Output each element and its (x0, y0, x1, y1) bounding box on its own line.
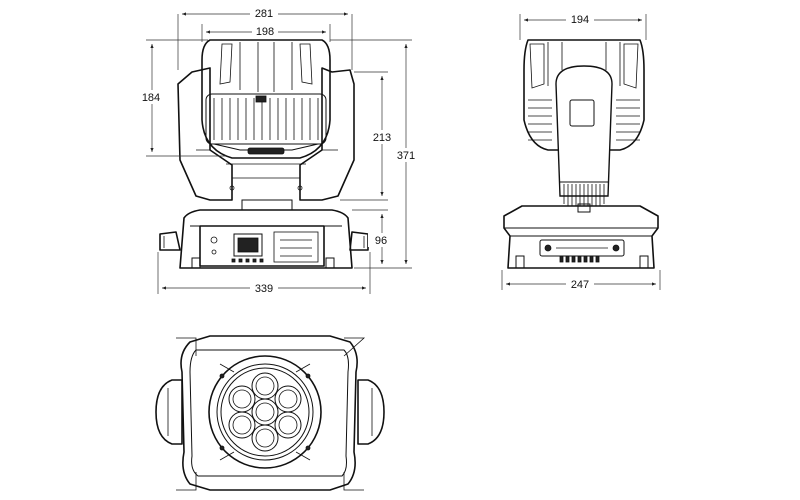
dim-184: 184 (142, 92, 160, 104)
dim-339: 339 (255, 283, 273, 295)
side-view (503, 39, 659, 269)
front-dimensions: 281 198 184 213 371 96 339 (138, 6, 420, 295)
dim-371: 371 (397, 150, 415, 162)
dim-247: 247 (571, 279, 589, 291)
dim-198: 198 (256, 26, 274, 38)
side-dimensions: 194 247 (501, 12, 661, 291)
top-view (155, 335, 385, 491)
dim-96: 96 (375, 235, 387, 247)
front-view (159, 39, 369, 269)
dim-213: 213 (373, 132, 391, 144)
dim-281: 281 (255, 8, 273, 20)
dim-194: 194 (571, 14, 589, 26)
